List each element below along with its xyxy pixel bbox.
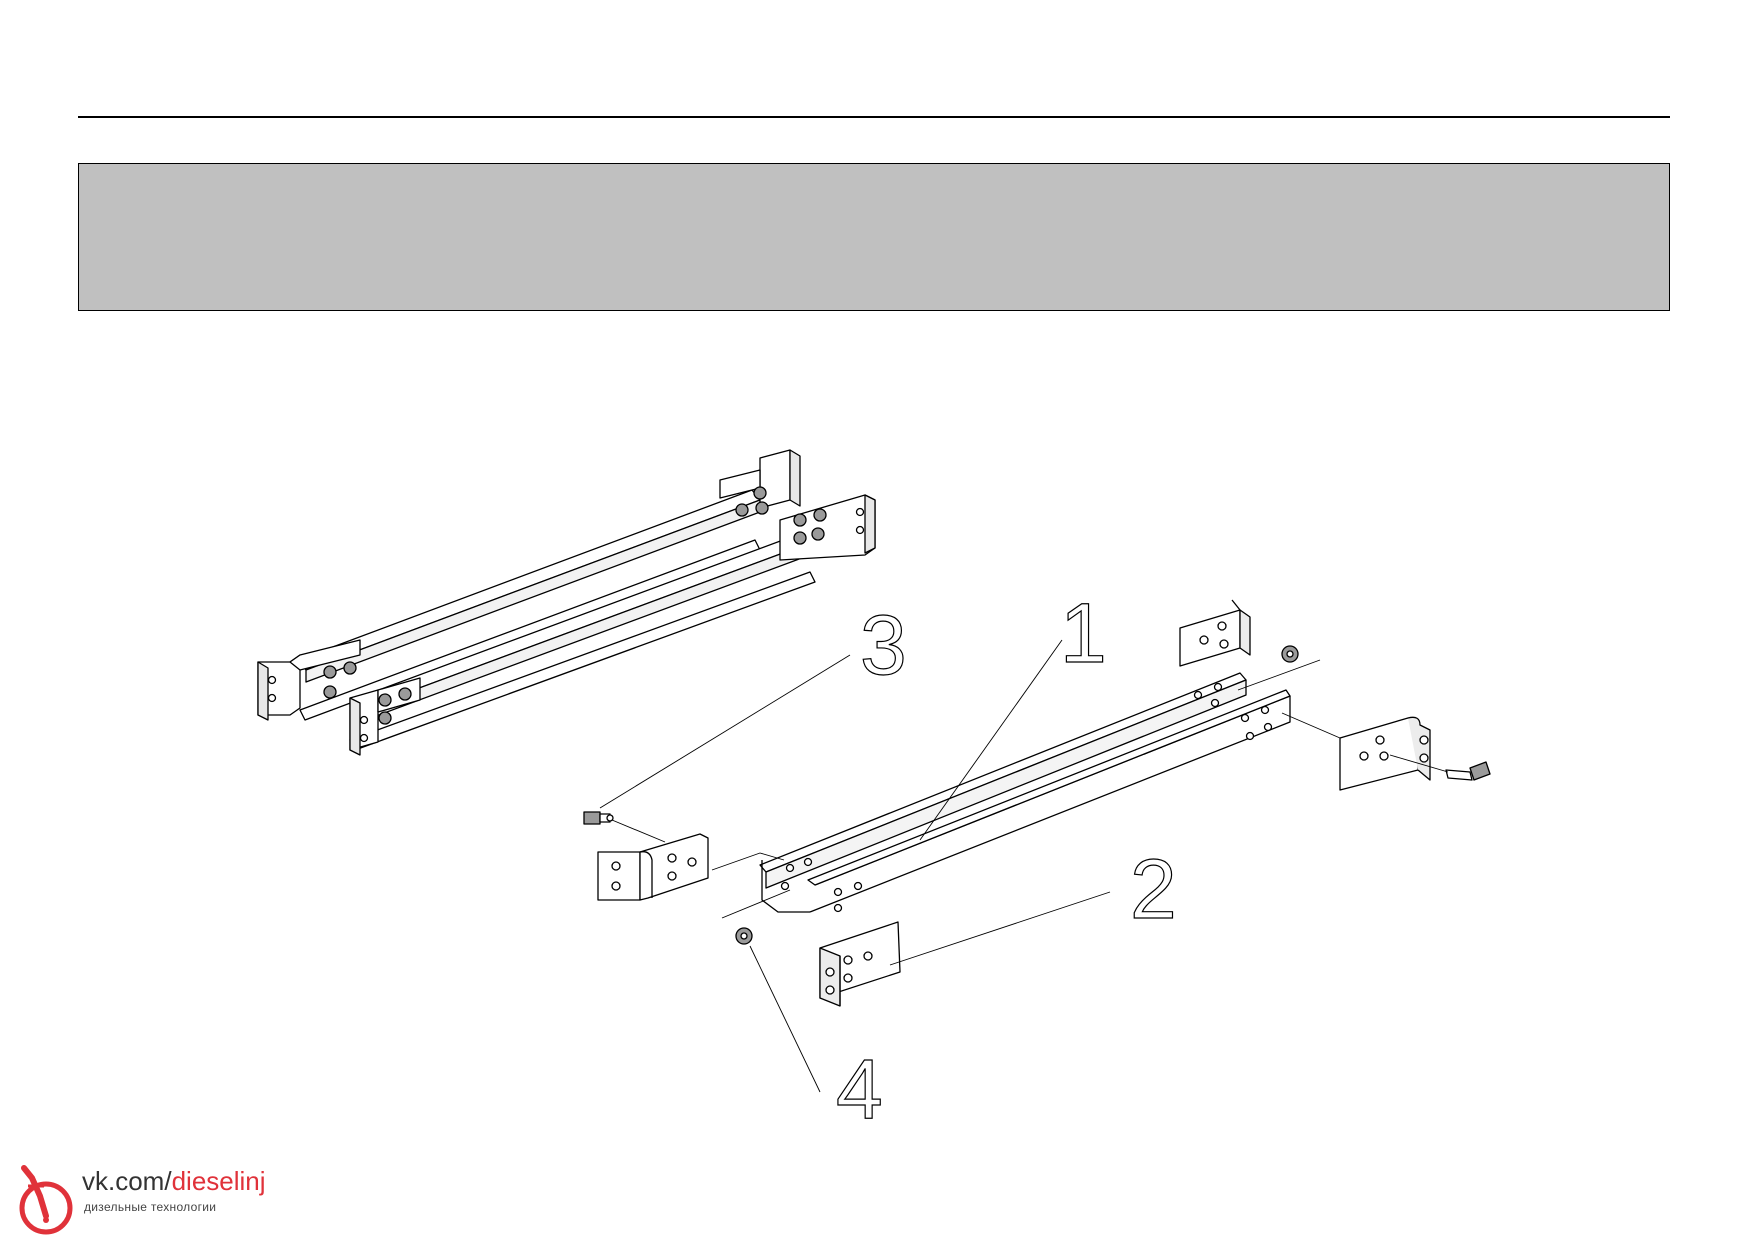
assembled-bracket-view	[257, 449, 876, 756]
watermark-subtitle: дизельные технологии	[84, 1200, 217, 1214]
bracket-part-2-right	[1339, 716, 1431, 791]
watermark: vk.com/dieselinj дизельные технологии	[14, 1164, 314, 1236]
callout-leaders	[599, 639, 1111, 1093]
callout-3: 3	[860, 598, 907, 692]
assembled-nut	[343, 661, 357, 675]
bracket-part-2-front	[819, 921, 901, 1007]
assembled-nut	[753, 486, 767, 500]
assembled-nut	[398, 687, 412, 701]
assembled-nut	[793, 531, 807, 545]
bracket-part-2-left	[597, 833, 709, 901]
assembled-hole	[855, 507, 865, 517]
assembly-guide-lines	[611, 659, 1449, 919]
assembled-hole	[855, 525, 865, 535]
title-band	[78, 163, 1670, 311]
callout-4: 4	[836, 1042, 883, 1136]
watermark-text: vk.com/dieselinj	[82, 1166, 266, 1196]
exploded-view	[583, 599, 1491, 1007]
leader-3	[599, 654, 851, 809]
assembled-nut	[323, 685, 337, 699]
assembled-hole	[359, 715, 369, 725]
assembled-hole	[359, 733, 369, 743]
assembled-hole	[267, 693, 277, 703]
callout-2: 2	[1130, 842, 1177, 936]
assembled-nut	[813, 508, 827, 522]
leader-1	[919, 639, 1063, 841]
assembled-nut	[811, 527, 825, 541]
leader-2	[889, 891, 1111, 966]
assembled-hole	[267, 675, 277, 685]
assembled-rail-front-bottom	[349, 571, 816, 751]
leader-4	[749, 945, 821, 1093]
assembled-nut	[735, 503, 749, 517]
assembled-nut	[378, 711, 392, 725]
assembled-nut	[793, 513, 807, 527]
channel-member-part-1	[759, 672, 1291, 913]
bolt-part-3-right	[1445, 761, 1491, 781]
header-rule	[78, 116, 1670, 118]
bracket-part-2-rear-top	[1179, 599, 1251, 667]
assembled-nut	[323, 665, 337, 679]
assembled-nut	[378, 693, 392, 707]
assembled-nut	[755, 501, 769, 515]
bolt-part-3-left	[583, 811, 614, 825]
callout-1: 1	[1060, 586, 1107, 680]
assembled-left-plate-a	[289, 639, 361, 671]
injector-logo-icon	[19, 1165, 73, 1235]
assembled-right-bracket-a	[759, 449, 791, 509]
